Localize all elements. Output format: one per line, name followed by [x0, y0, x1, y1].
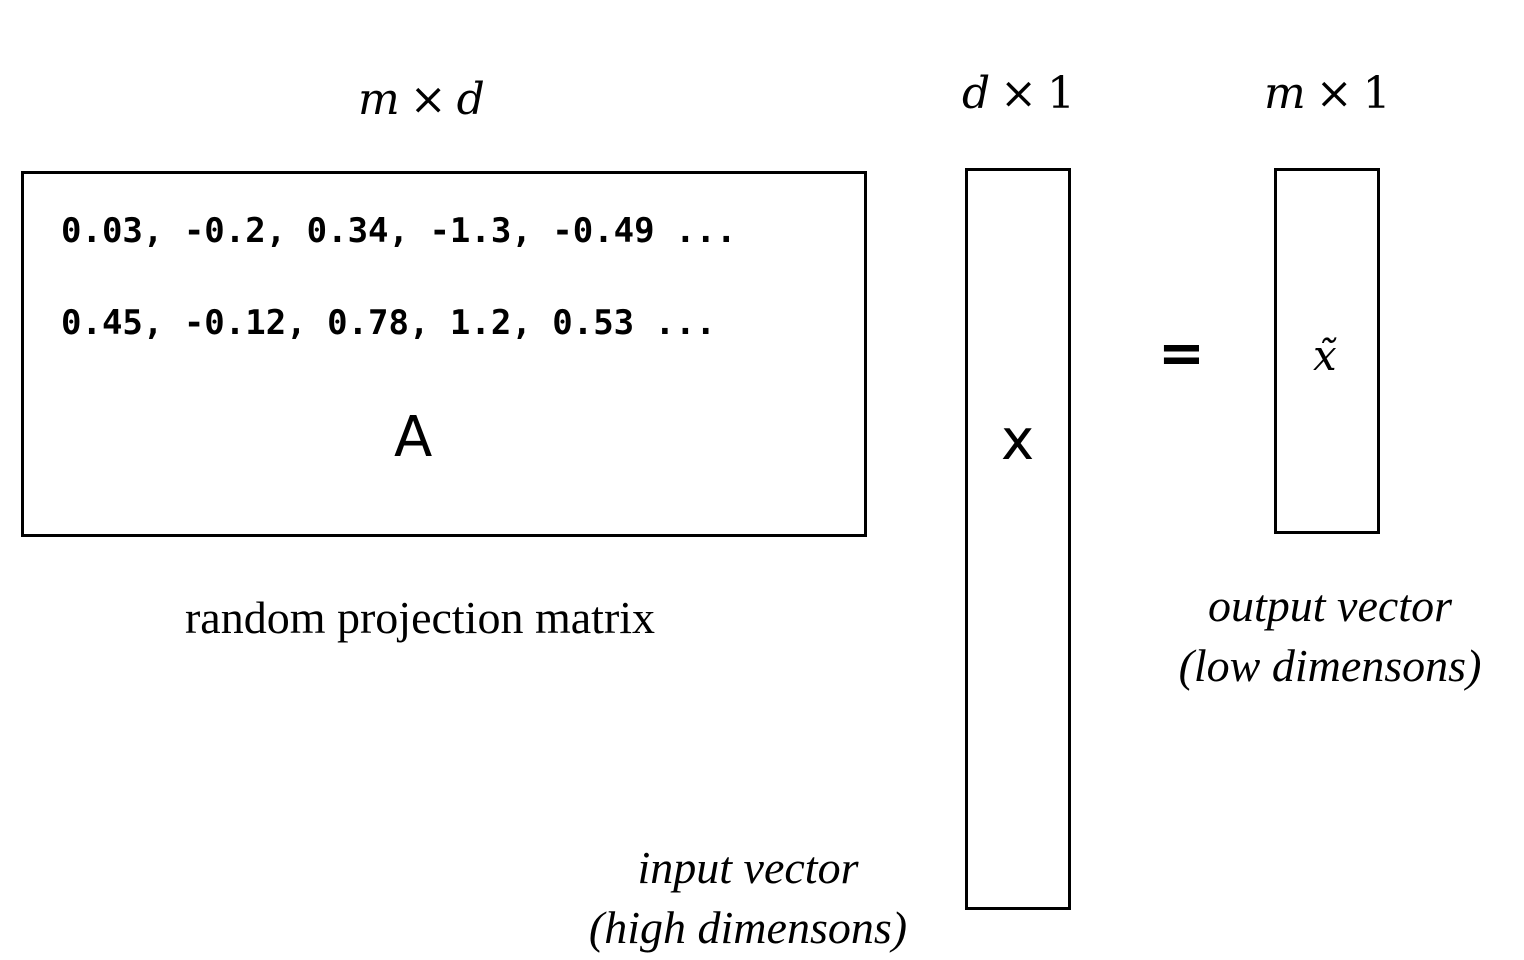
matrix-row-1: 0.03, -0.2, 0.34, -1.3, -0.49 ... — [61, 211, 737, 251]
matrix-symbol: A — [394, 405, 433, 470]
input-vector-caption-line-1: input vector — [637, 842, 859, 893]
input-rows-symbol: d — [962, 68, 991, 119]
output-vector-box: x̃ — [1274, 168, 1380, 534]
input-vector-caption-line-2: (high dimensons) — [588, 901, 908, 953]
matrix-rows-symbol: m — [358, 74, 400, 125]
projection-matrix-box: 0.03, -0.2, 0.34, -1.3, -0.49 ... 0.45, … — [21, 171, 867, 537]
input-times-symbol: × — [1000, 68, 1038, 119]
matrix-dimension-label: m×d — [358, 78, 485, 122]
matrix-cols-symbol: d — [456, 74, 485, 125]
output-cols-symbol: 1 — [1362, 68, 1391, 119]
input-vector-symbol: x — [1001, 408, 1035, 473]
input-vector-dimension-label: d×1 — [962, 72, 1075, 116]
output-vector-caption-line-1: output vector — [1208, 580, 1452, 631]
matrix-times-symbol: × — [409, 74, 447, 125]
matrix-caption: random projection matrix — [184, 592, 656, 643]
input-vector-caption: input vector (high dimensons) — [548, 838, 948, 958]
input-cols-symbol: 1 — [1047, 68, 1076, 119]
output-vector-dimension-label: m×1 — [1264, 72, 1391, 116]
input-vector-box: x — [965, 168, 1071, 910]
matrix-row-2: 0.45, -0.12, 0.78, 1.2, 0.53 ... — [61, 303, 717, 343]
output-times-symbol: × — [1315, 68, 1353, 119]
equals-sign: = — [1158, 321, 1205, 386]
output-vector-symbol: x̃ — [1313, 331, 1337, 380]
output-rows-symbol: m — [1264, 68, 1306, 119]
output-vector-caption-line-2: (low dimensons) — [1178, 639, 1482, 691]
output-vector-caption: output vector (low dimensons) — [1140, 576, 1520, 696]
